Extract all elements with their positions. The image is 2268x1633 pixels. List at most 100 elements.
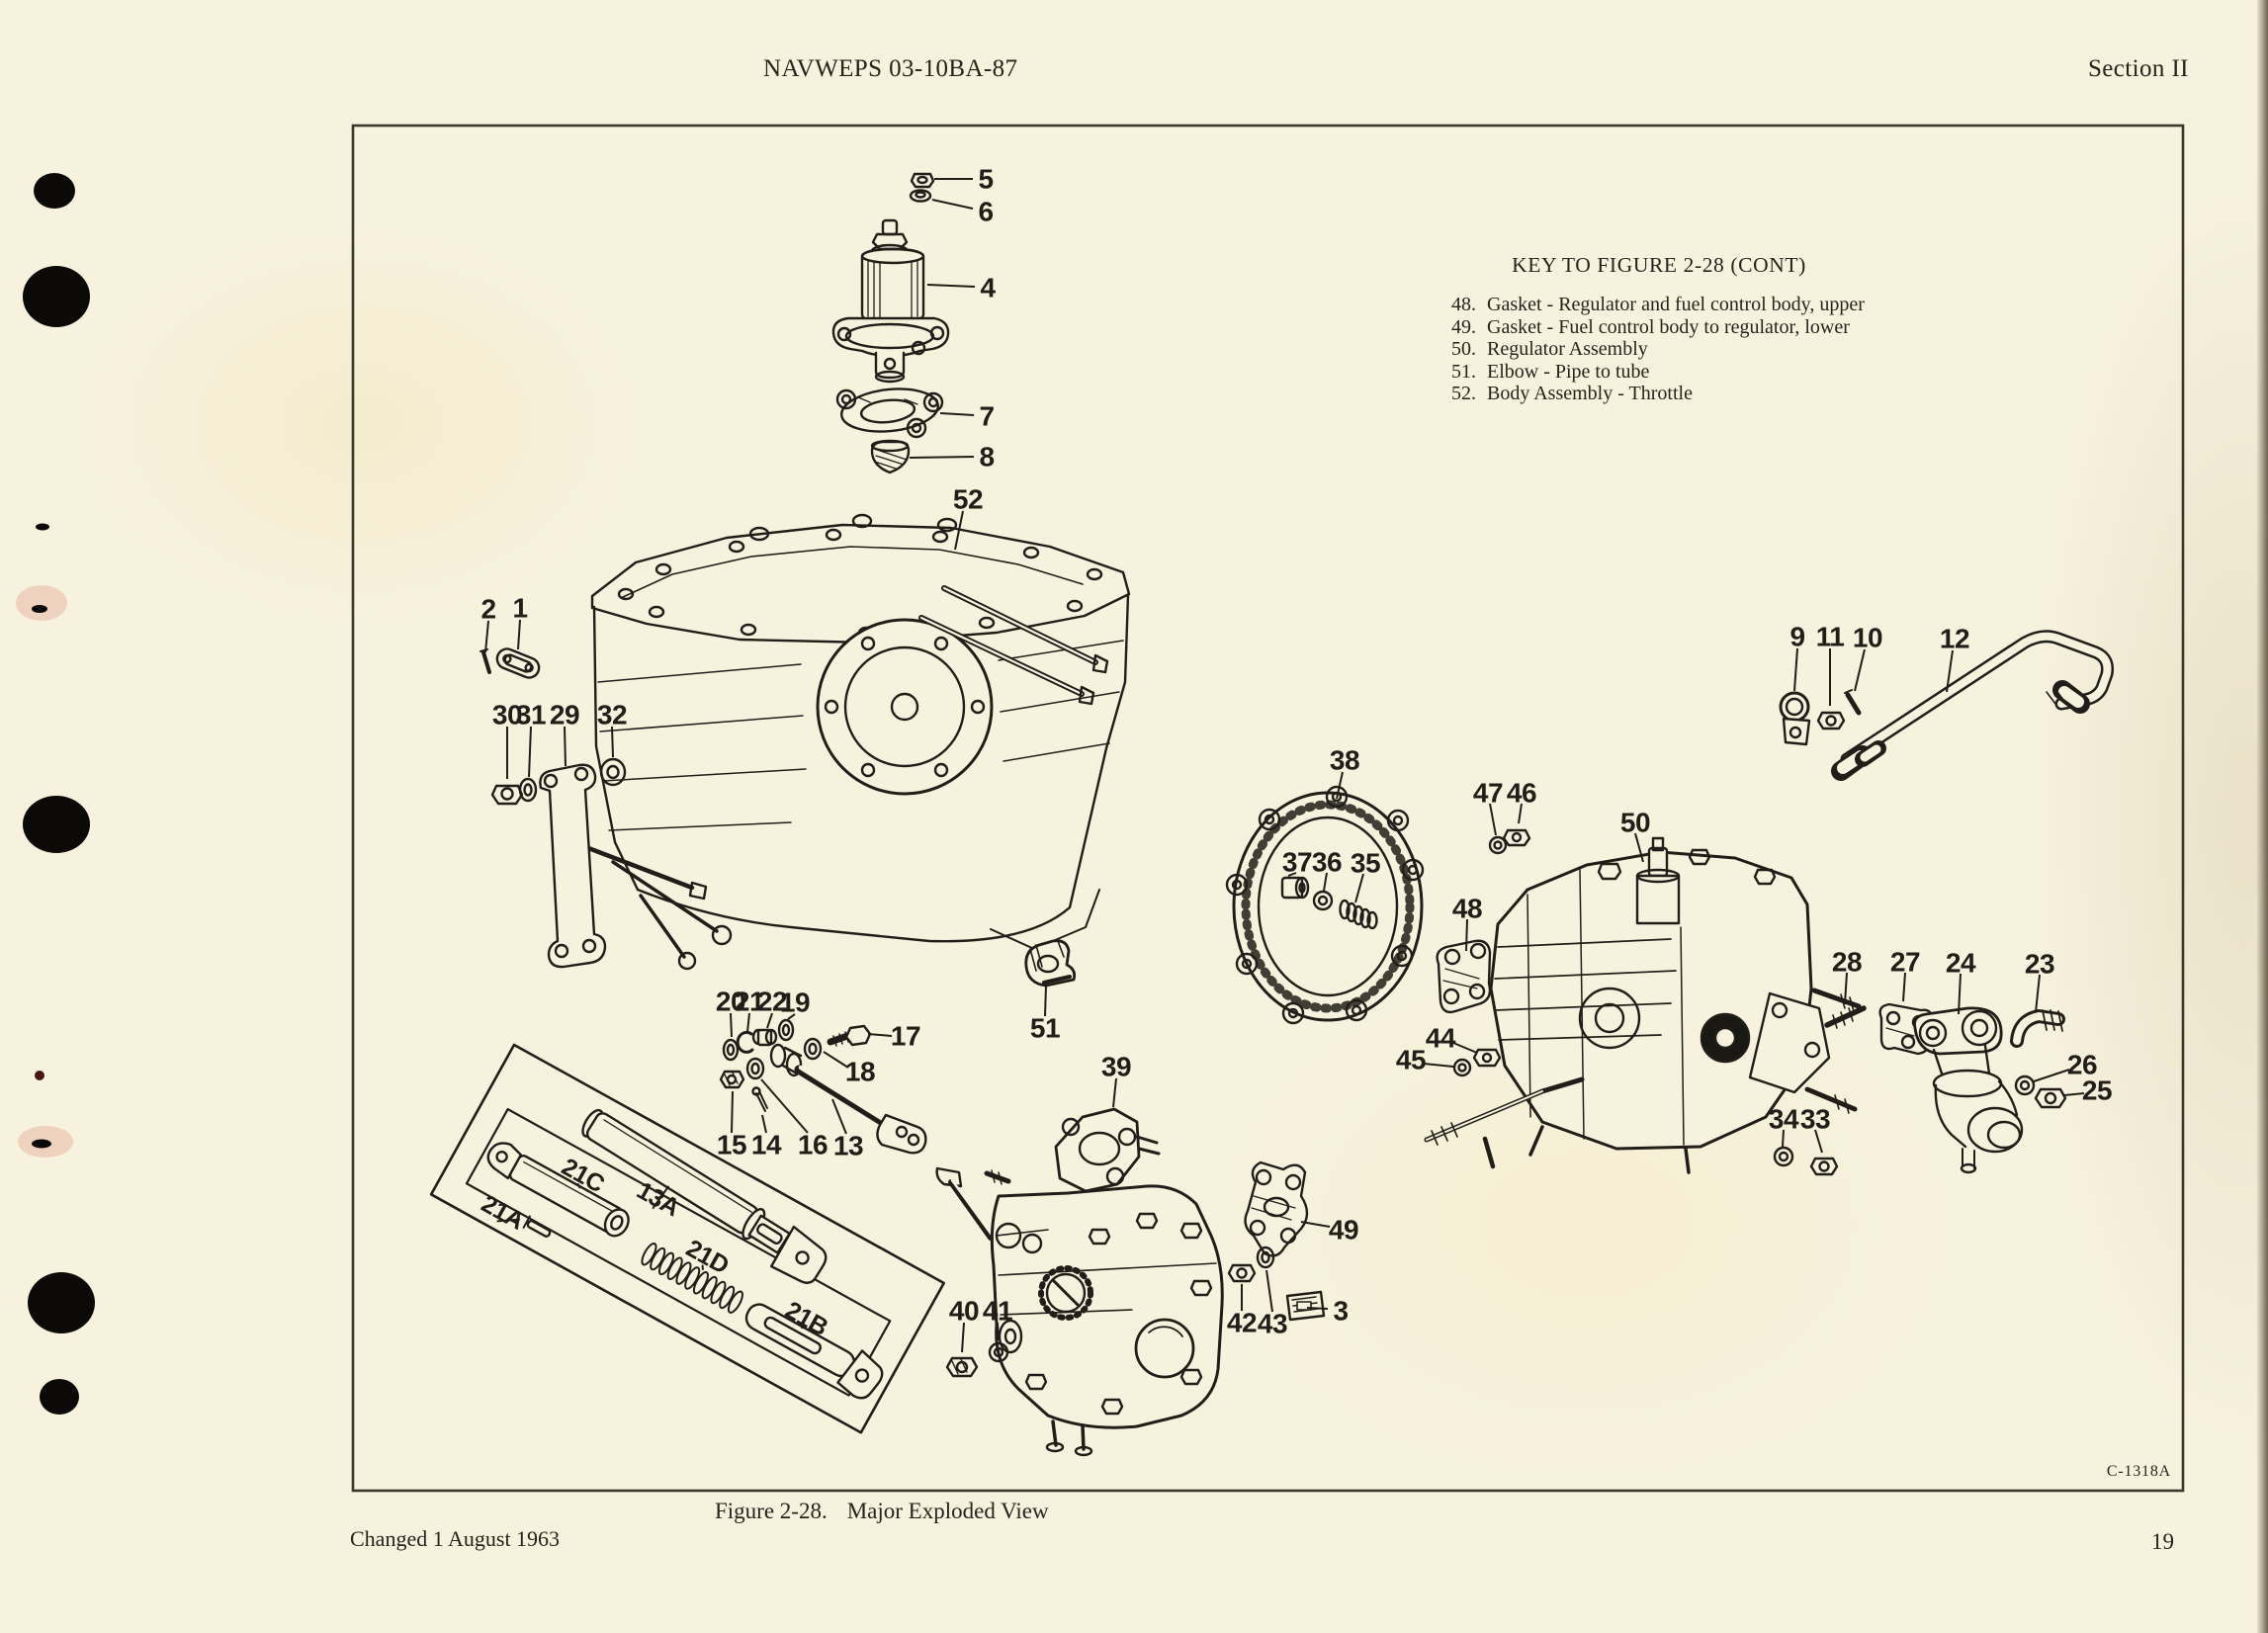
leader-line-25 — [2063, 1092, 2085, 1096]
leader-line-21C — [576, 1183, 581, 1189]
part-strainer-8 — [870, 439, 911, 474]
leader-line-45 — [1423, 1063, 1454, 1068]
leader-line-46 — [1518, 803, 1523, 824]
callout-7: 7 — [979, 401, 994, 432]
callout-9: 9 — [1789, 622, 1804, 652]
part-elbow-51 — [1024, 939, 1077, 988]
page-edge-shadow — [2256, 0, 2268, 1633]
part-throttle-body — [565, 513, 1131, 971]
binder-dot — [23, 796, 90, 853]
callout-21A: 21A — [477, 1190, 529, 1236]
key-item: 52. Body Assembly - Throttle — [1451, 383, 1886, 405]
figure-caption: Figure 2-28.Major Exploded View — [715, 1499, 1049, 1524]
leader-line-15 — [731, 1090, 734, 1134]
callout-24: 24 — [1946, 948, 1976, 979]
part-hardware-40-43 — [945, 1246, 1275, 1378]
callout-45: 45 — [1396, 1045, 1426, 1075]
binder-dot — [28, 1272, 95, 1333]
leader-line-1 — [517, 619, 521, 650]
leader-line-31 — [528, 726, 532, 778]
leader-line-24 — [1958, 973, 1962, 1015]
callout-12: 12 — [1940, 624, 1969, 654]
key-item-number: 49. — [1451, 315, 1476, 338]
leader-line-47 — [1489, 803, 1497, 836]
leader-line-49 — [1300, 1221, 1331, 1228]
callout-52: 52 — [953, 484, 983, 515]
key-title: KEY TO FIGURE 2-28 (CONT) — [1512, 253, 1806, 277]
part-pin-21A — [522, 1215, 552, 1238]
callout-1: 1 — [512, 593, 527, 624]
callout-27: 27 — [1890, 947, 1920, 978]
leader-line-21B — [800, 1326, 806, 1330]
part-regulator-assembly — [1424, 828, 1862, 1176]
callout-43: 43 — [1258, 1309, 1287, 1339]
callout-14: 14 — [751, 1130, 782, 1160]
callout-44: 44 — [1426, 1023, 1456, 1054]
leader-line-40 — [961, 1322, 965, 1353]
leader-line-28 — [1844, 972, 1848, 1005]
leader-line-13 — [831, 1098, 847, 1135]
key-item: 50. Regulator Assembly — [1451, 338, 1886, 361]
key-item: 49. Gasket - Fuel control body to regula… — [1451, 316, 1886, 339]
callout-5: 5 — [978, 164, 993, 195]
callout-4: 4 — [980, 273, 996, 303]
leader-line-26 — [2033, 1069, 2070, 1082]
callout-47: 47 — [1473, 778, 1503, 809]
leader-line-29 — [564, 726, 567, 767]
part-rod-13A — [581, 1108, 828, 1284]
callout-30: 30 — [492, 700, 522, 731]
callout-38: 38 — [1330, 745, 1359, 776]
leader-line-13A — [652, 1185, 669, 1209]
binder-dot — [34, 173, 75, 209]
leader-line-3 — [1306, 1307, 1329, 1310]
callout-19: 19 — [780, 988, 810, 1018]
callout-49: 49 — [1329, 1215, 1358, 1246]
key-item-text: Regulator Assembly — [1487, 338, 1648, 361]
callout-8: 8 — [979, 442, 994, 473]
part-solenoid-assembly — [831, 172, 950, 384]
leader-line-27 — [1902, 972, 1906, 1002]
callout-13: 13 — [833, 1131, 863, 1161]
key-item-text: Gasket - Regulator and fuel control body… — [1487, 294, 1865, 315]
leader-line-6 — [931, 199, 974, 210]
leader-line-32 — [611, 726, 614, 758]
figure-caption-label: Figure 2-28. — [715, 1499, 828, 1523]
key-item-text: Elbow - Pipe to tube — [1487, 360, 1650, 383]
callout-16: 16 — [798, 1130, 828, 1160]
leader-line-8 — [909, 456, 975, 459]
callout-10: 10 — [1853, 623, 1882, 653]
callout-22: 22 — [757, 987, 787, 1017]
leader-line-34 — [1782, 1129, 1785, 1148]
callout-34: 34 — [1769, 1104, 1799, 1135]
callout-32: 32 — [597, 700, 627, 731]
part-spring-21D — [641, 1242, 743, 1314]
leader-line-37 — [1287, 872, 1297, 877]
leader-line-48 — [1465, 918, 1468, 952]
leader-line-52 — [954, 510, 964, 551]
callout-21: 21 — [735, 987, 764, 1017]
leader-line-17 — [867, 1033, 893, 1037]
binder-dot — [23, 266, 90, 327]
callout-50: 50 — [1620, 808, 1650, 838]
leader-line-12 — [1946, 649, 1954, 693]
figure-border — [351, 124, 2185, 1493]
key-item: 51. Elbow - Pipe to tube — [1451, 361, 1886, 384]
ink-speck — [32, 605, 47, 613]
page-number: 19 — [2151, 1529, 2174, 1554]
callout-11: 11 — [1816, 622, 1845, 652]
part-rod-21C — [486, 1142, 630, 1238]
figure-key: KEY TO FIGURE 2-28 (CONT) 48. Gasket - R… — [1451, 253, 1886, 405]
leader-line-39 — [1112, 1077, 1117, 1108]
leader-line-51 — [1044, 985, 1047, 1017]
callout-37: 37 — [1282, 847, 1312, 878]
leader-line-50 — [1634, 832, 1644, 863]
leader-line-16 — [760, 1078, 809, 1134]
key-item-text: Body Assembly - Throttle — [1487, 383, 1693, 405]
binder-marks — [16, 173, 95, 1415]
callout-41: 41 — [983, 1296, 1012, 1327]
key-item-number: 51. — [1451, 360, 1476, 383]
callout-2: 2 — [480, 594, 495, 625]
callout-25: 25 — [2082, 1075, 2112, 1106]
